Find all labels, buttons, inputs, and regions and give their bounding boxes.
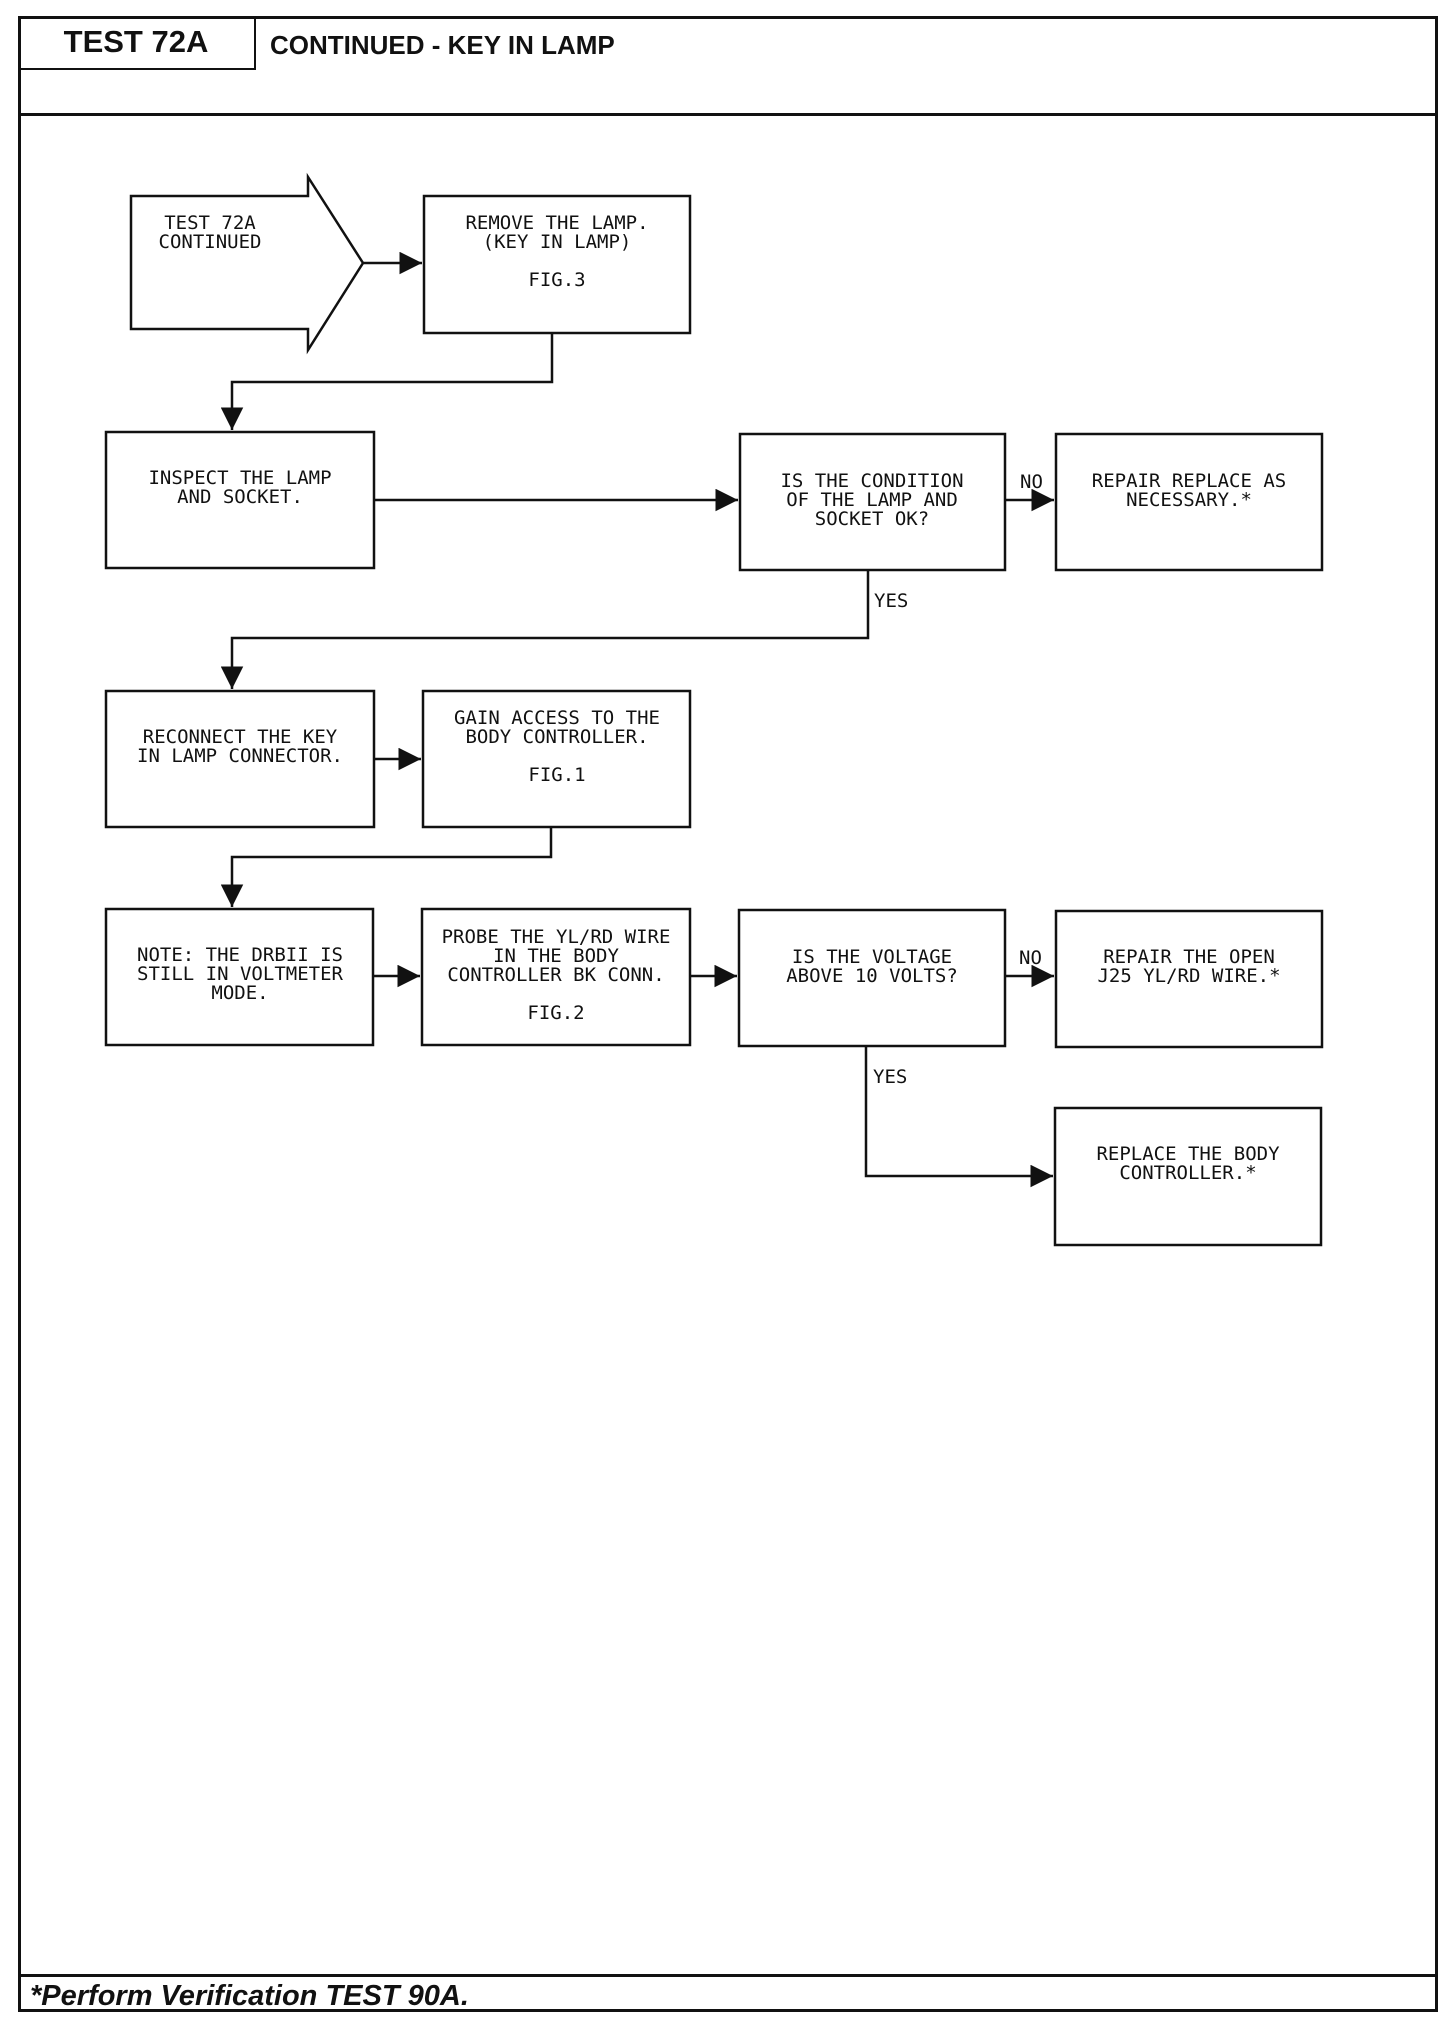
reconnect-connector-line-2: IN LAMP CONNECTOR. — [137, 745, 343, 767]
repair-replace-box — [1054, 432, 1324, 572]
voltage-question-line-1: IS THE VOLTAGE — [792, 946, 952, 968]
probe-wire-box — [420, 907, 692, 1047]
inspect-lamp-line-2: AND SOCKET. — [177, 486, 303, 508]
page-title: CONTINUED - KEY IN LAMP — [270, 30, 615, 60]
test-id-label: TEST 72A — [18, 16, 256, 70]
reconnect-connector-line-1: RECONNECT THE KEY — [143, 726, 338, 748]
repair-open-line-1: REPAIR THE OPEN — [1103, 946, 1275, 968]
connector-condition-yes — [220, 570, 870, 689]
page-frame — [18, 16, 1438, 2012]
start-arrow-shape — [129, 172, 365, 355]
voltage-question-box — [737, 908, 1007, 1048]
note-drbii-line-3: MODE. — [211, 982, 268, 1004]
voltage-no-label: NO — [1019, 947, 1042, 969]
condition-question-line-3: SOCKET OK? — [815, 508, 929, 530]
probe-wire-line-5: FIG.2 — [527, 1002, 584, 1024]
connector-voltage-yes — [864, 1046, 1053, 1188]
remove-lamp-box — [422, 194, 692, 335]
gain-access-line-1: GAIN ACCESS TO THE — [454, 707, 660, 729]
start-line-2: CONTINUED — [159, 231, 262, 253]
condition-question-line-1: IS THE CONDITION — [780, 470, 963, 492]
gain-access-line-4: FIG.1 — [528, 764, 585, 786]
repair-open-line-2: J25 YL/RD WIRE.* — [1097, 965, 1280, 987]
note-drbii-line-1: NOTE: THE DRBII IS — [137, 944, 343, 966]
remove-lamp-line-4: FIG.3 — [528, 269, 585, 291]
remove-lamp-line-2: (KEY IN LAMP) — [483, 231, 632, 253]
connector-gain-to-note — [220, 827, 553, 907]
note-drbii-box — [104, 907, 375, 1047]
condition-question-box — [738, 432, 1007, 572]
probe-wire-line-3: CONTROLLER BK CONN. — [447, 964, 664, 986]
remove-lamp-label: REMOVE THE LAMP.(KEY IN LAMP) FIG.3 — [465, 212, 648, 291]
voltage-question-line-2: ABOVE 10 VOLTS? — [786, 965, 958, 987]
remove-lamp-line-1: REMOVE THE LAMP. — [465, 212, 648, 234]
connector-remove-to-inspect — [220, 333, 554, 430]
probe-wire-line-2: IN THE BODY — [493, 945, 619, 967]
repair-replace-line-1: REPAIR REPLACE AS — [1092, 470, 1286, 492]
gain-access-box — [421, 689, 692, 829]
probe-wire-line-1: PROBE THE YL/RD WIRE — [442, 926, 671, 948]
replace-controller-box — [1053, 1106, 1323, 1247]
condition-question-line-2: OF THE LAMP AND — [786, 489, 958, 511]
inspect-lamp-line-1: INSPECT THE LAMP — [148, 467, 331, 489]
condition-yes-label: YES — [874, 590, 908, 612]
start-line-1: TEST 72A — [164, 212, 256, 234]
footer-divider — [18, 1974, 1438, 1977]
note-drbii-line-2: STILL IN VOLTMETER — [137, 963, 343, 985]
repair-open-box — [1054, 909, 1324, 1049]
replace-controller-line-1: REPLACE THE BODY — [1096, 1143, 1280, 1165]
repair-replace-line-2: NECESSARY.* — [1126, 489, 1252, 511]
condition-no-label: NO — [1020, 471, 1043, 493]
footer-note: *Perform Verification TEST 90A. — [30, 1980, 469, 2012]
gain-access-line-2: BODY CONTROLLER. — [465, 726, 648, 748]
header-bar — [18, 16, 1438, 116]
replace-controller-line-2: CONTROLLER.* — [1119, 1162, 1256, 1184]
voltage-yes-label: YES — [873, 1066, 907, 1088]
